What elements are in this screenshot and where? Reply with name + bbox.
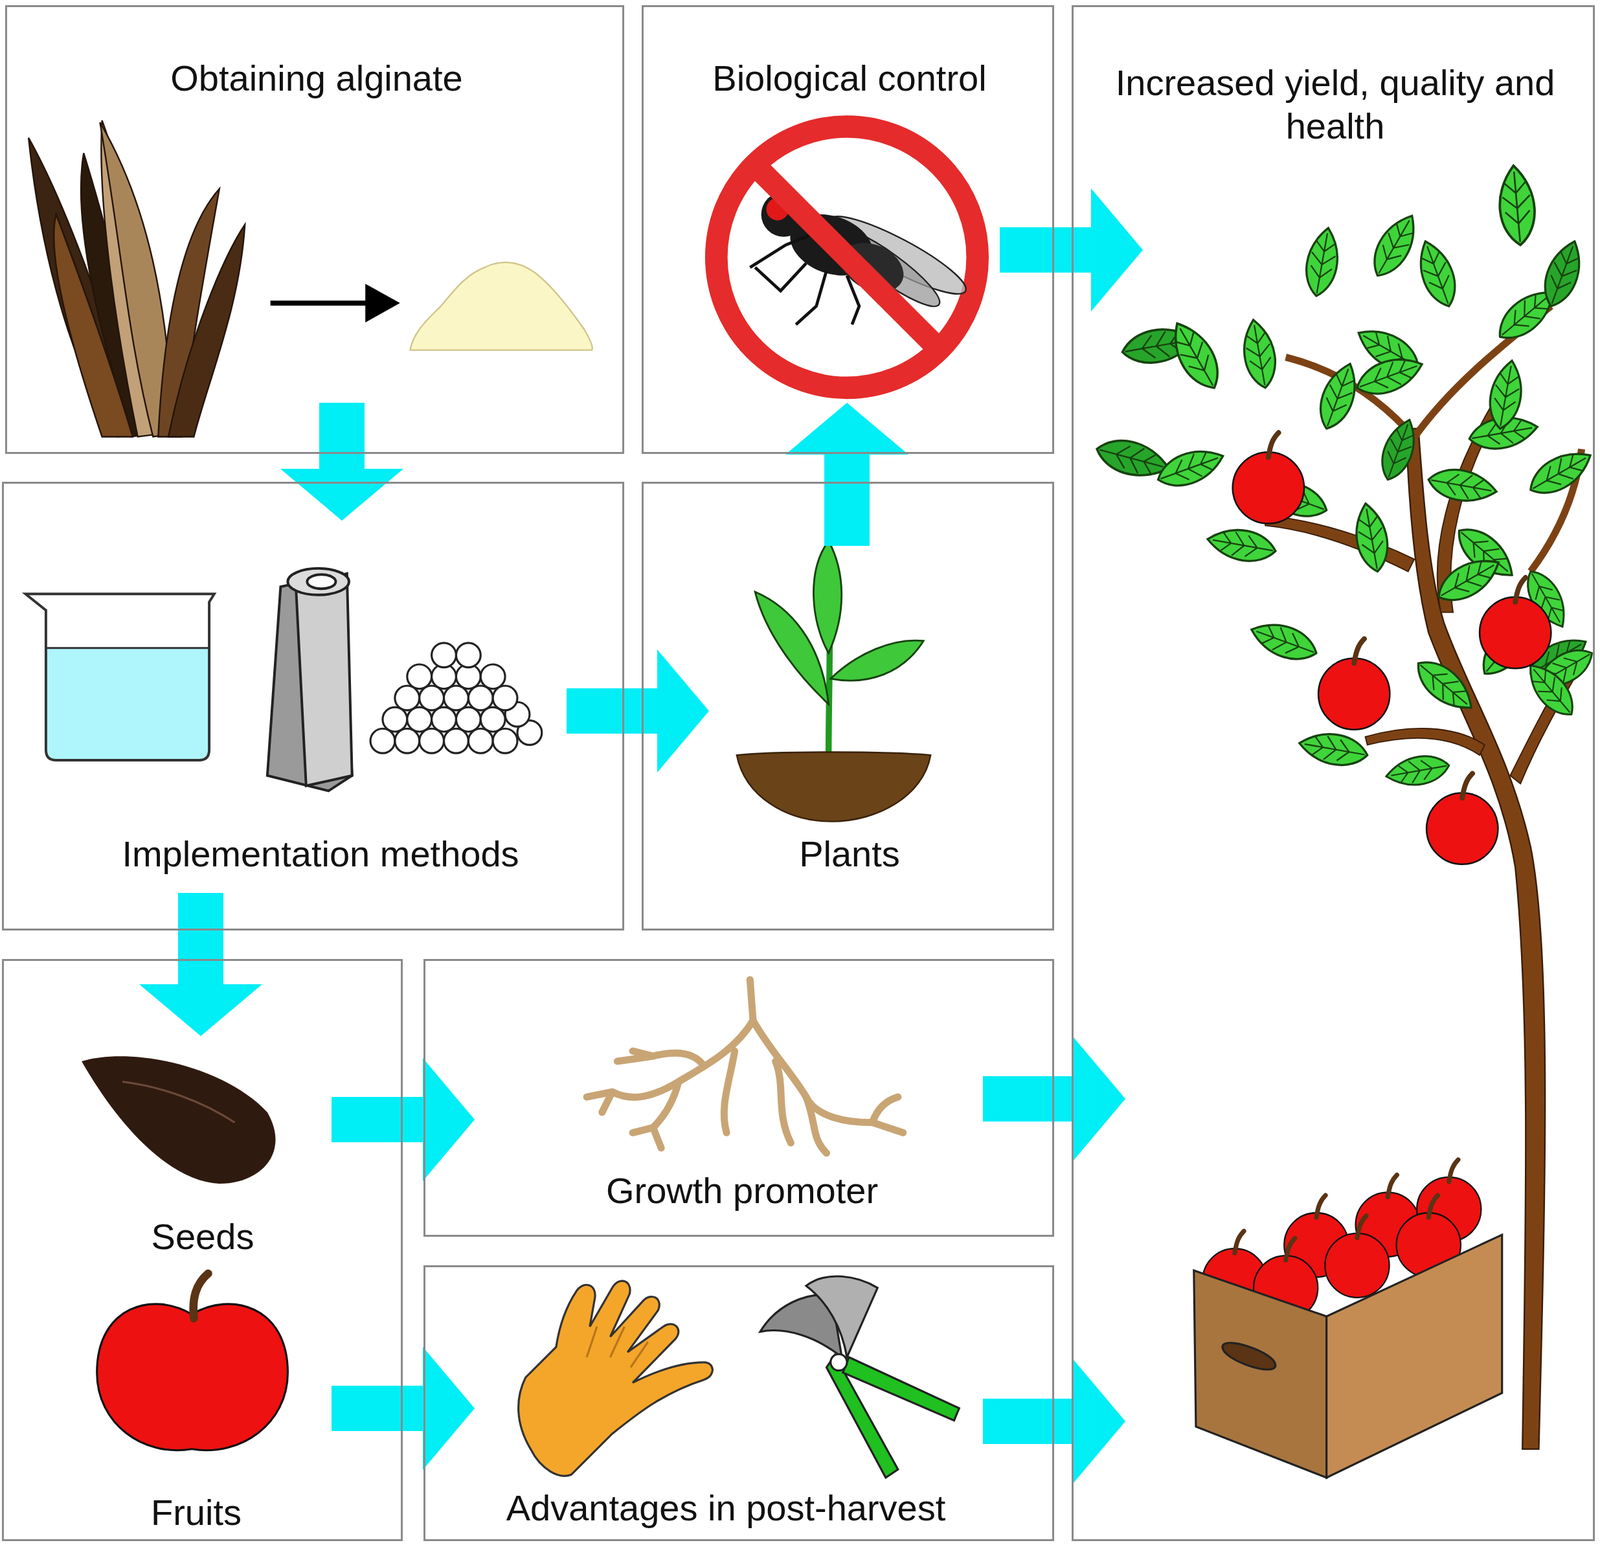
flow-arrow <box>331 1346 475 1470</box>
panel-label: Biological control <box>712 56 987 100</box>
arrow-head <box>422 1346 475 1470</box>
panel-box: Advantages in post-harvest <box>423 1265 1055 1542</box>
panel-label: Growth promoter <box>606 1168 879 1213</box>
panel-box: Biological control <box>641 5 1055 454</box>
seed <box>81 1056 276 1184</box>
panel-box: Increased yield, quality and health <box>1071 5 1595 1542</box>
arrow-head <box>1073 1037 1126 1161</box>
alginate-beads <box>370 642 542 754</box>
arrow-shaft <box>178 892 224 985</box>
panel-label: Plants <box>799 832 901 876</box>
arrow-shaft <box>982 1398 1074 1444</box>
arrow-head <box>785 402 909 455</box>
panel-box: Implementation methods <box>1 481 625 931</box>
arrow-shaft <box>331 1096 423 1143</box>
arrow-shaft <box>331 1385 423 1431</box>
panel-label: Obtaining alginate <box>170 56 463 100</box>
arrow-head <box>1091 188 1143 312</box>
arrow-shaft <box>319 402 365 469</box>
arrow-shaft <box>999 227 1092 273</box>
arrow-head <box>657 649 710 773</box>
panel-box: Growth promoter <box>423 958 1055 1237</box>
arrow-head <box>1073 1359 1126 1483</box>
panel-box: Plants <box>641 481 1055 931</box>
seaweed <box>28 120 245 438</box>
apple-crate <box>1194 1159 1503 1478</box>
arrow-shaft <box>824 454 870 546</box>
process-arrow <box>270 283 401 323</box>
pruning-shears <box>760 1276 959 1478</box>
glove <box>518 1280 713 1476</box>
beaker <box>25 593 215 761</box>
arrow-head <box>280 468 404 521</box>
flow-arrow <box>566 649 710 773</box>
arrow-head <box>139 984 263 1037</box>
no-fly-sign <box>716 126 978 388</box>
panel-label: Implementation methods <box>121 832 519 876</box>
arrow-shaft <box>982 1076 1074 1122</box>
flow-arrow <box>280 402 404 521</box>
panel-label: Increased yield, quality and health <box>1095 60 1575 148</box>
fruit-apple <box>97 1273 289 1451</box>
flow-arrow <box>331 1058 475 1182</box>
arrow-shaft <box>566 688 658 734</box>
apple-tree <box>1092 163 1599 1449</box>
film-roll <box>267 568 353 792</box>
flow-arrow <box>982 1037 1126 1161</box>
arrow-head <box>422 1058 475 1182</box>
alginate-powder <box>410 262 593 350</box>
panel-label: Seeds <box>151 1214 255 1259</box>
panel-box: SeedsFruits <box>1 958 403 1542</box>
flow-arrow <box>982 1359 1126 1483</box>
roots <box>586 979 904 1154</box>
flow-arrow <box>139 892 263 1037</box>
seedling <box>736 540 931 822</box>
panel-label: Advantages in post-harvest <box>506 1486 947 1530</box>
panel-box: Obtaining alginate <box>5 5 625 454</box>
panel-label: Fruits <box>150 1490 242 1534</box>
flow-arrow <box>785 402 909 546</box>
